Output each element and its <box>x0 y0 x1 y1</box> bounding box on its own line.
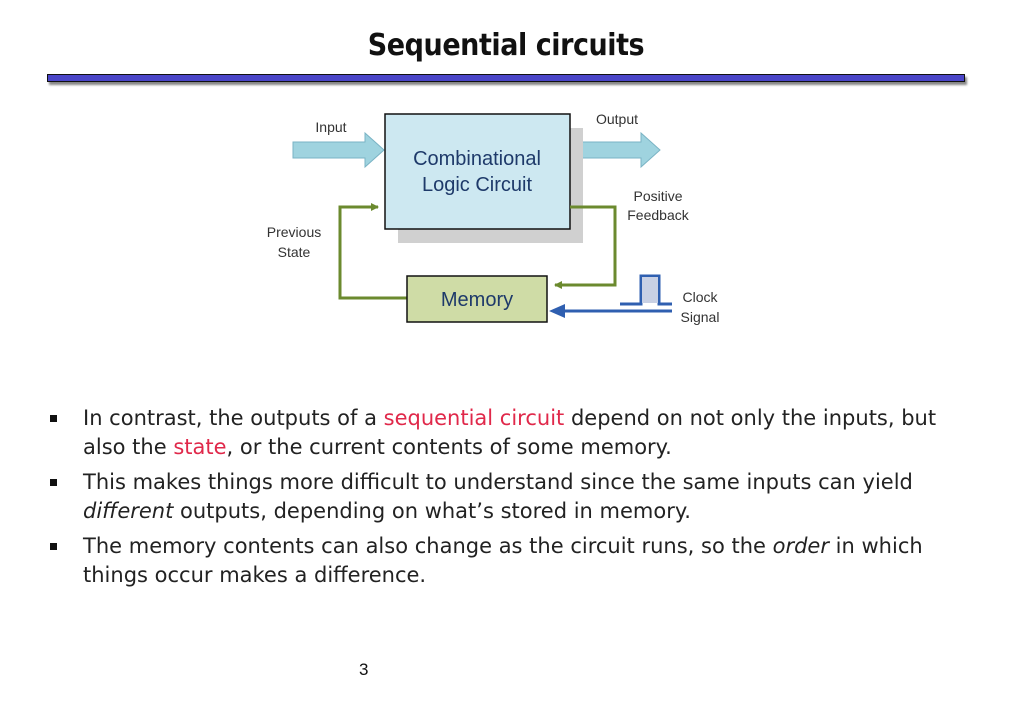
clock-label-line2: Signal <box>681 309 720 325</box>
emphasis: order <box>772 534 829 558</box>
input-label: Input <box>315 119 346 135</box>
logic-label-line2: Logic Circuit <box>422 174 532 196</box>
memory-label: Memory <box>441 289 513 311</box>
combinational-logic-box <box>384 113 571 230</box>
clock-arrowhead <box>549 304 565 318</box>
bullet-item: This makes things more difficult to unde… <box>50 468 950 526</box>
feedback-label-line2: Feedback <box>627 207 689 223</box>
clock-label-line1: Clock <box>682 289 718 305</box>
bullet-item: The memory contents can also change as t… <box>50 532 950 590</box>
input-arrow <box>292 131 385 169</box>
feedback-label-line1: Positive <box>633 188 682 204</box>
highlight-term: sequential circuit <box>383 406 565 430</box>
clock-pulse <box>620 274 672 306</box>
logic-label-line1: Combinational <box>413 148 541 170</box>
highlight-term: state <box>173 435 227 459</box>
output-arrow <box>569 131 661 169</box>
previous-state-label-line2: State <box>278 244 311 260</box>
memory-box <box>406 275 548 323</box>
bullet-list: In contrast, the outputs of a sequential… <box>50 404 950 596</box>
slide-title: Sequential circuits <box>367 28 645 63</box>
feedback-line <box>554 205 617 289</box>
bullet-item: In contrast, the outputs of a sequential… <box>50 404 950 462</box>
emphasis: different <box>83 499 174 523</box>
previous-state-label-line1: Previous <box>267 224 321 240</box>
title-divider <box>47 74 965 82</box>
output-label: Output <box>596 111 638 127</box>
previous-state-line <box>338 203 407 300</box>
page-number: 3 <box>359 660 369 679</box>
clock-pulse-fill <box>642 277 658 303</box>
